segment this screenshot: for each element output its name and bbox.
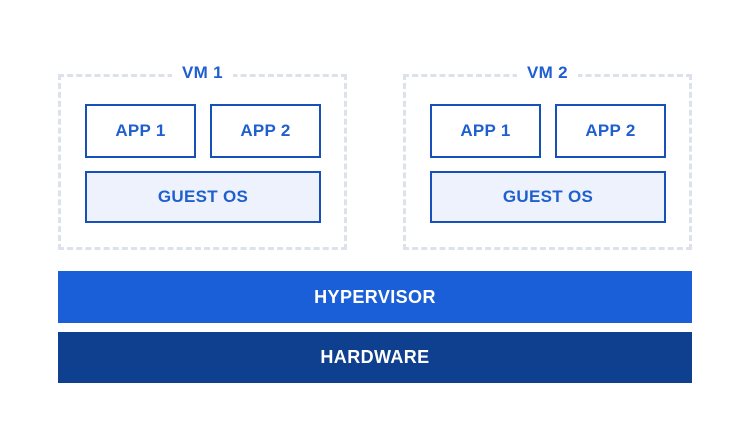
vm-1-app-2-box: APP 2: [210, 104, 321, 158]
hardware-layer: HARDWARE: [58, 332, 692, 383]
vm-1-container: VM 1 APP 1 APP 2 GUEST OS: [58, 63, 347, 250]
vm-2-container: VM 2 APP 1 APP 2 GUEST OS: [403, 63, 692, 250]
vm-1-guest-os-box: GUEST OS: [85, 171, 321, 223]
vm-2-guest-os-box: GUEST OS: [430, 171, 666, 223]
vm-2-app-1-box: APP 1: [430, 104, 541, 158]
hypervisor-layer: HYPERVISOR: [58, 271, 692, 323]
vm-2-app-2-box: APP 2: [555, 104, 666, 158]
vm-1-app-1-box: APP 1: [85, 104, 196, 158]
vm-2-label: VM 2: [517, 63, 578, 82]
vm-1-label: VM 1: [172, 63, 233, 82]
